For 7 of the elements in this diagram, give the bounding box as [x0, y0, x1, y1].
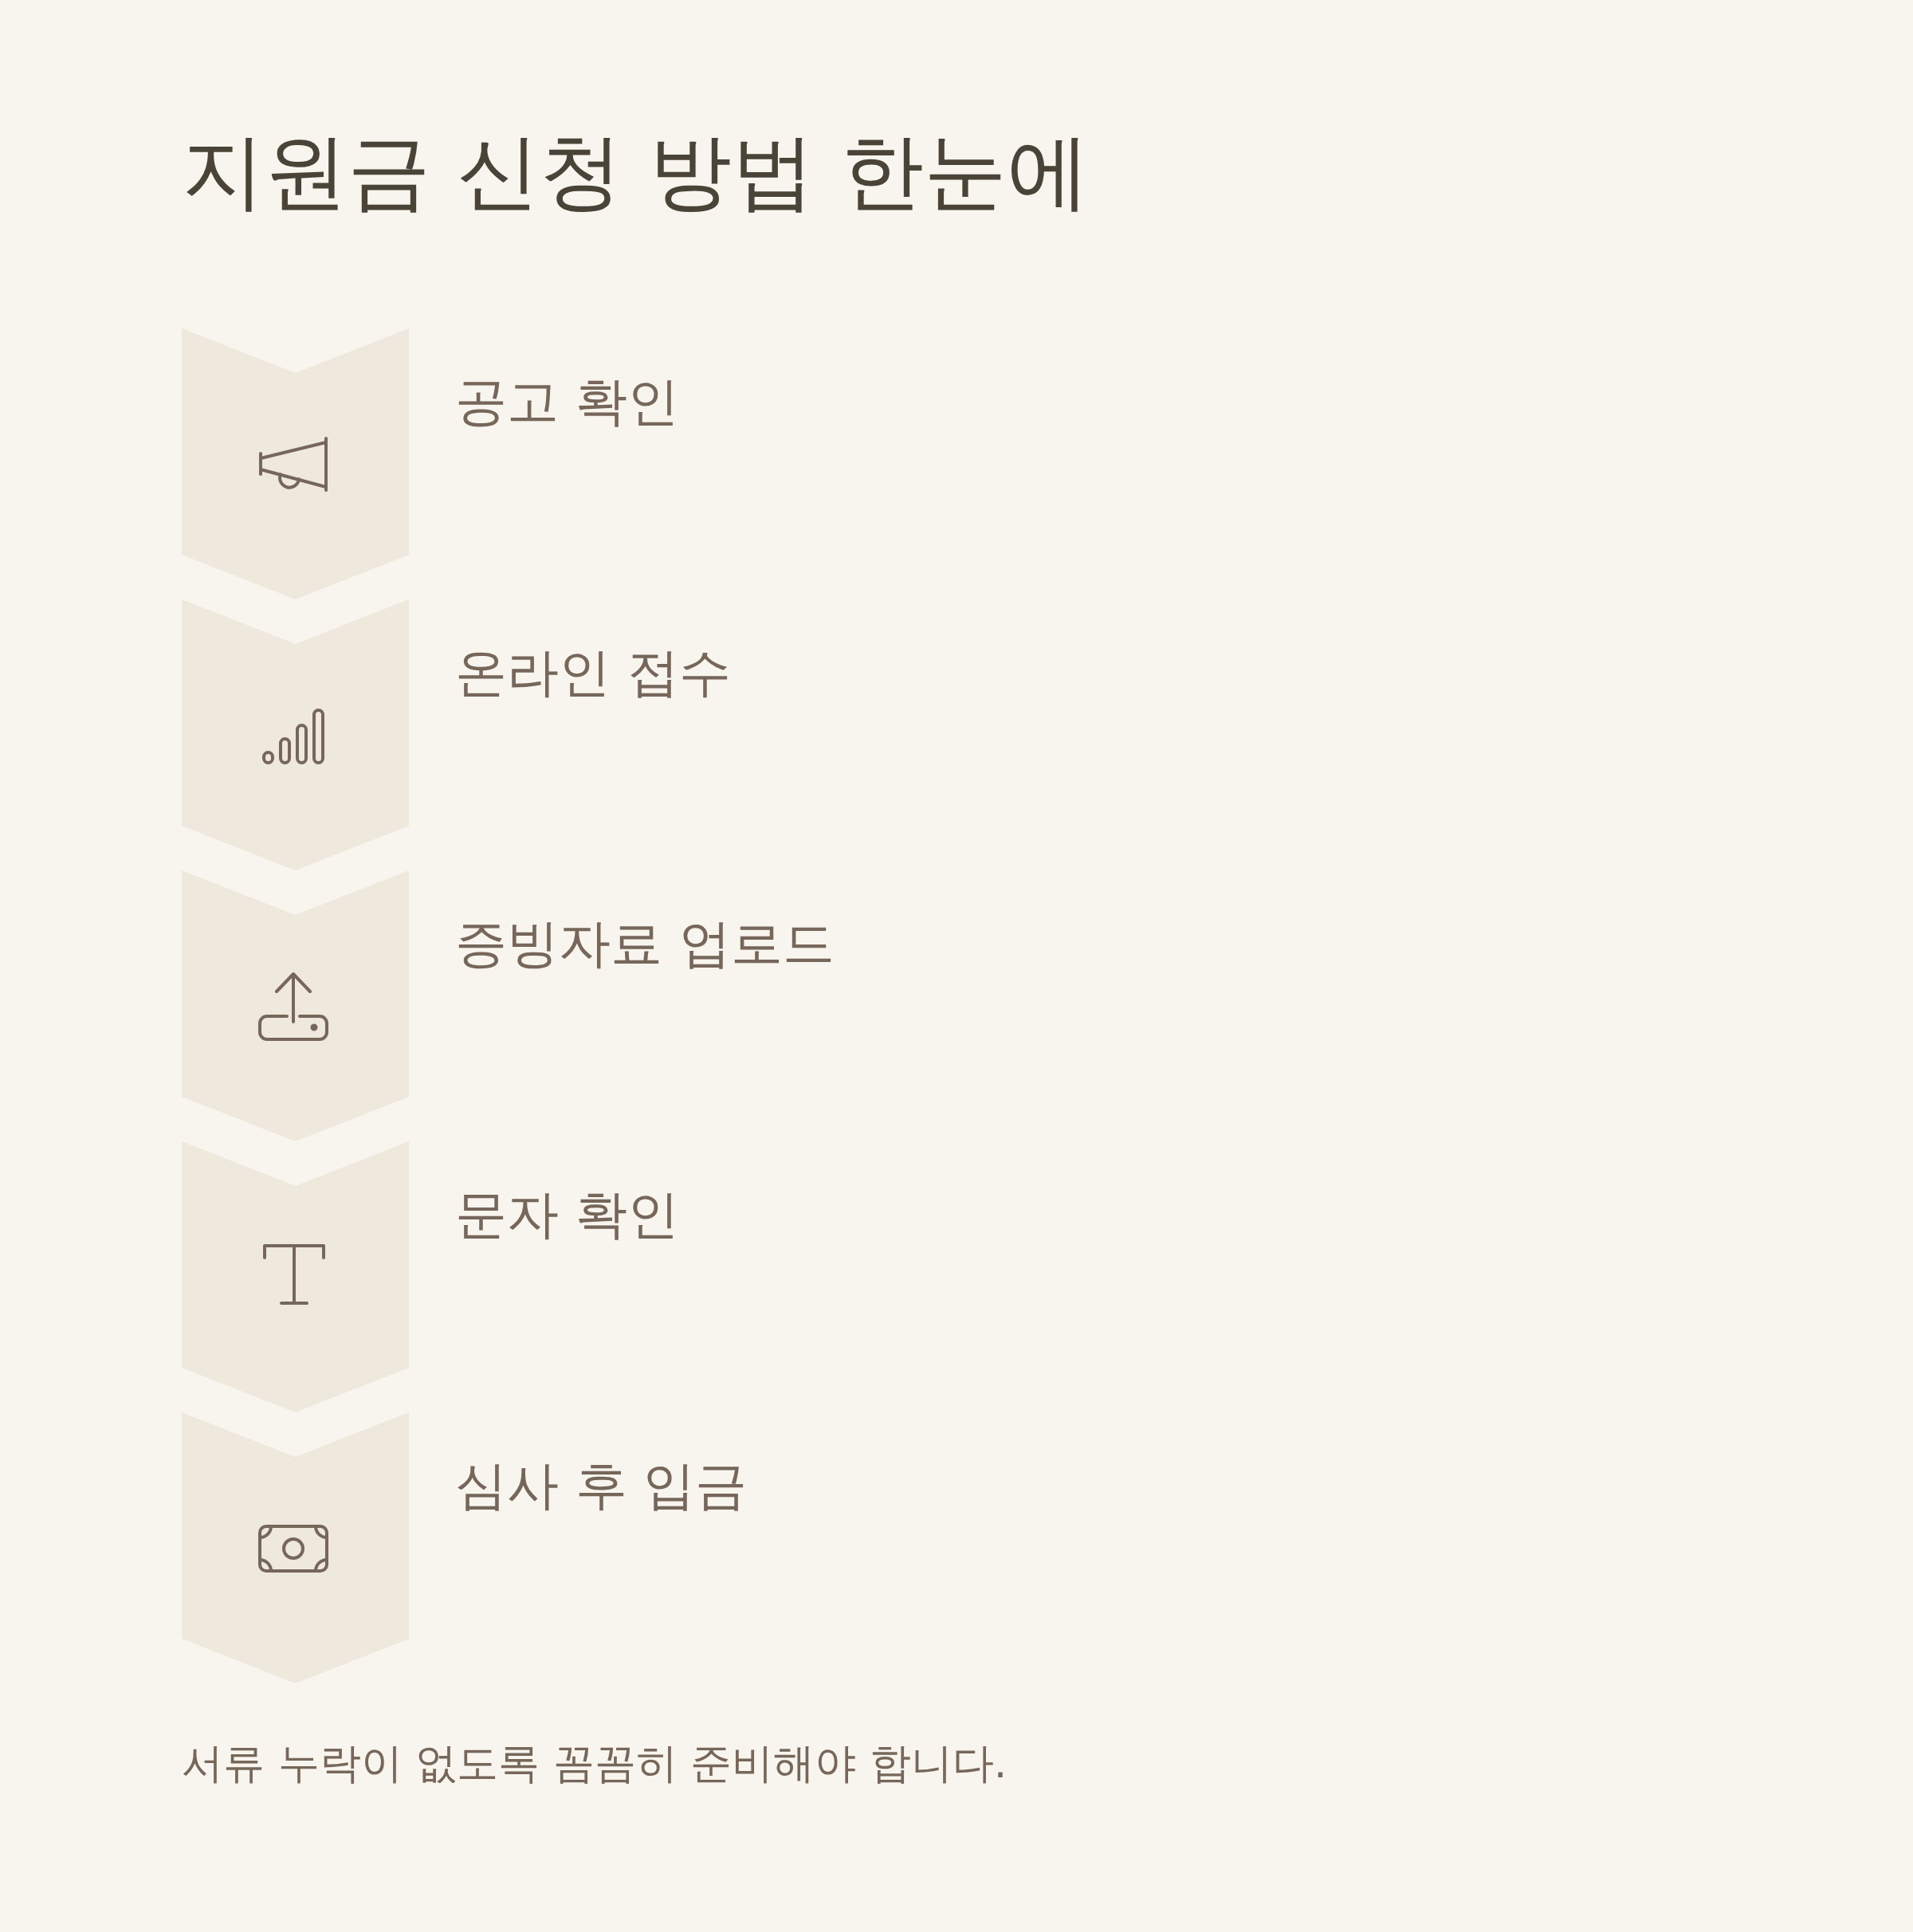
step-label: 온라인 접수 [455, 644, 731, 701]
step-label: 증빙자료 업로드 [455, 915, 835, 972]
step-label: 공고 확인 [455, 373, 679, 430]
step-label: 문자 확인 [455, 1186, 679, 1243]
step-label: 심사 후 입금 [455, 1457, 748, 1514]
caption-note: 서류 누락이 없도록 꼼꼼히 준비해야 합니다. [182, 1741, 1008, 1787]
title: 지원금 신청 방법 한눈에 [182, 126, 1090, 218]
